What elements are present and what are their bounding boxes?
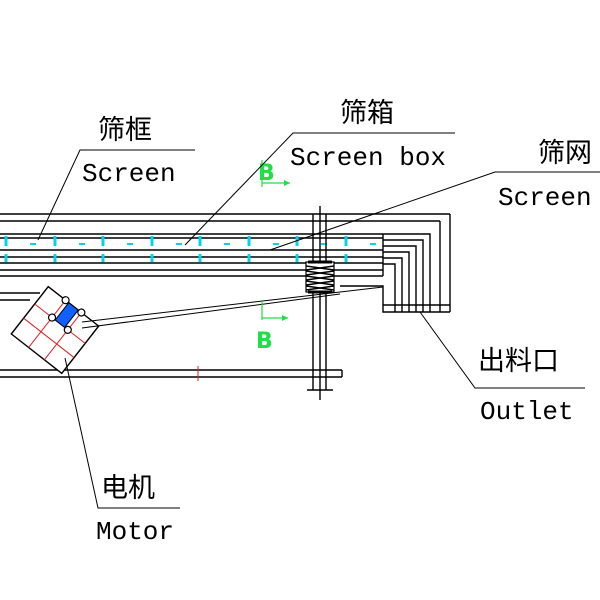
spring [305,260,335,294]
section-mark-top: B [258,160,290,187]
svg-text:B: B [256,329,273,354]
screen-box-label-en: Screen box [290,143,446,173]
svg-text:B: B [258,161,275,186]
outlet-label-cn: 出料口 [478,346,559,377]
screen-frame-label-en: Screen [82,159,176,189]
motor-label-cn: 电机 [101,473,155,504]
screen-mesh-label-cn: 筛网 [538,138,592,169]
screen-mesh-label-en: Screen [498,183,592,213]
outlet-label-en: Outlet [480,397,574,427]
leader-lines [37,132,600,509]
section-mark-bottom: B [256,300,288,354]
motor-label-en: Motor [96,517,174,547]
motor-drive-line-2 [81,293,341,329]
motor-drive-line [81,286,384,323]
motor [10,285,100,375]
outlet-chute [340,214,451,313]
screen-mesh [4,236,376,262]
screen-box-label-cn: 筛箱 [340,98,394,129]
screen-frame-label-cn: 筛框 [98,115,152,146]
support-post [307,206,333,400]
screen-box-body [0,213,450,277]
